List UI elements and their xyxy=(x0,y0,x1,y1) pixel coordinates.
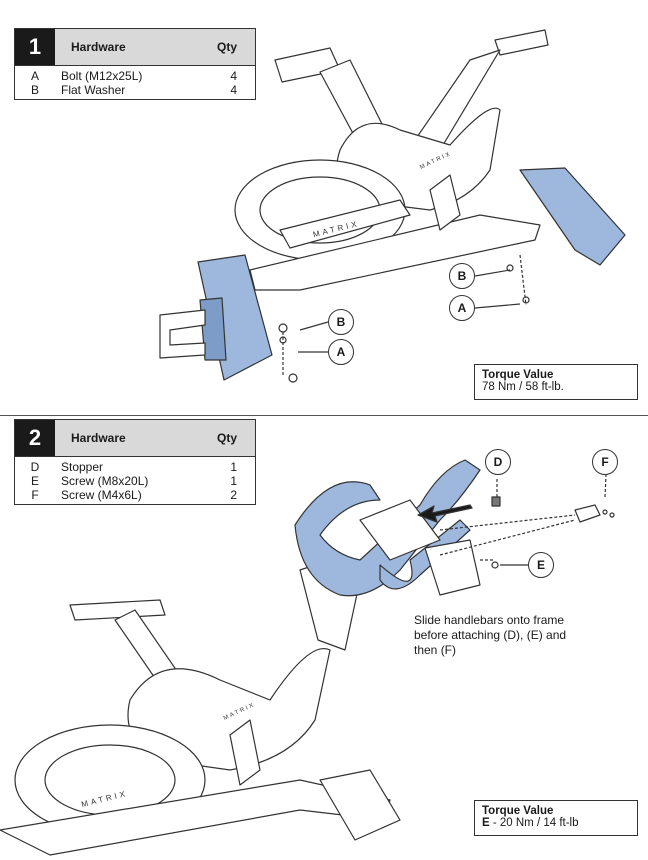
qty-heading: Qty xyxy=(216,40,237,54)
callout-b-left: B xyxy=(328,309,354,335)
callout-a-left: A xyxy=(328,339,354,365)
part-name: Screw (M8x20L) xyxy=(61,474,149,488)
part-qty: 4 xyxy=(230,69,237,83)
handlebar-part xyxy=(294,459,481,597)
front-stabilizer-part xyxy=(197,254,273,381)
callout-d: D xyxy=(485,449,511,475)
part-letter: D xyxy=(30,460,40,474)
torque-box-step1: Torque Value 78 Nm / 58 ft-lb. xyxy=(474,364,638,400)
hardware-table-step2: 2 Hardware Qty D Stopper 1 E Screw (M8x2… xyxy=(14,419,256,505)
torque-value: - 20 Nm / 14 ft-lb xyxy=(489,817,579,829)
bike-frame-step1 xyxy=(234,29,549,291)
torque-part-label: E xyxy=(482,817,490,829)
hardware-row: E Screw (M8x20L) 1 xyxy=(15,474,255,488)
part-letter: E xyxy=(30,474,39,488)
part-qty: 2 xyxy=(230,488,237,502)
part-letter: B xyxy=(30,83,39,97)
torque-value-line: E - 20 Nm / 14 ft-lb xyxy=(482,817,630,829)
part-name: Stopper xyxy=(61,460,104,474)
hardware-table-step1: 1 Hardware Qty A Bolt (M12x25L) 4 B Flat… xyxy=(14,28,256,100)
callout-b-right: B xyxy=(449,263,475,289)
section-divider xyxy=(0,415,648,416)
part-name: Bolt (M12x25L) xyxy=(61,69,143,83)
hardware-row: A Bolt (M12x25L) 4 xyxy=(15,69,255,83)
assembly-note: Slide handlebars onto frame before attac… xyxy=(414,613,567,657)
torque-title: Torque Value xyxy=(482,805,554,817)
part-qty: 1 xyxy=(230,474,237,488)
step-number: 1 xyxy=(15,29,55,65)
part-letter: A xyxy=(30,69,39,83)
part-qty: 1 xyxy=(230,460,237,474)
hardware-heading: Hardware xyxy=(71,40,126,54)
hardware-heading: Hardware xyxy=(71,431,126,445)
bike-frame-step2 xyxy=(0,559,401,856)
hardware-table-header: 2 Hardware Qty xyxy=(15,420,255,457)
part-qty: 4 xyxy=(230,83,237,97)
torque-value: 78 Nm / 58 ft-lb. xyxy=(482,381,564,393)
callout-f: F xyxy=(592,449,618,475)
hardware-row: D Stopper 1 xyxy=(15,460,255,474)
torque-title: Torque Value xyxy=(482,369,554,381)
hardware-row: B Flat Washer 4 xyxy=(15,83,255,97)
callout-a-right: A xyxy=(449,295,475,321)
torque-box-step2: Torque Value E - 20 Nm / 14 ft-lb xyxy=(474,800,638,836)
qty-heading: Qty xyxy=(216,431,237,445)
part-letter: F xyxy=(31,488,39,502)
part-name: Flat Washer xyxy=(61,83,126,97)
hardware-row: F Screw (M4x6L) 2 xyxy=(15,488,255,502)
rear-stabilizer-part xyxy=(519,167,626,266)
hardware-table-header: 1 Hardware Qty xyxy=(15,29,255,66)
step-number: 2 xyxy=(15,420,55,456)
callout-e: E xyxy=(528,552,554,578)
part-name: Screw (M4x6L) xyxy=(61,488,142,502)
